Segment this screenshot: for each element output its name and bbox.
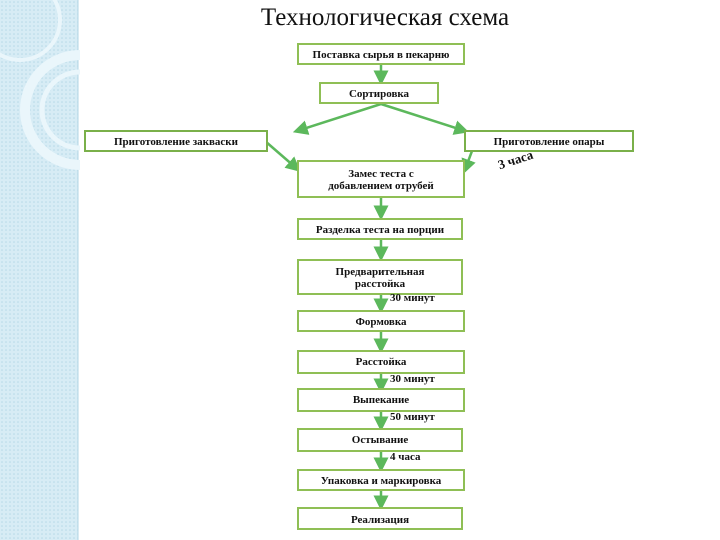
step-label: Замес теста с добавлением отрубей [328, 168, 434, 192]
step-label: Сортировка [348, 88, 410, 100]
step-kneading: Замес теста с добавлением отрубей [297, 160, 465, 198]
step-label: Упаковка и маркировка [320, 475, 442, 487]
step-shaping: Формовка [297, 310, 465, 332]
pre-proofing-duration: 30 минут [390, 292, 435, 304]
step-pre-proofing: Предварительная расстойка [297, 259, 463, 295]
step-sponge: Приготовление опары [464, 130, 634, 152]
page-title: Технологическая схема [260, 4, 510, 31]
step-label: Приготовление опары [493, 136, 605, 148]
step-cooling: Остывание [297, 428, 463, 452]
proofing-duration: 30 минут [390, 373, 435, 385]
step-label: Предварительная расстойка [335, 266, 425, 290]
step-baking: Выпекание [297, 388, 465, 412]
step-label: Поставка сырья в пекарню [312, 49, 450, 61]
step-packing: Упаковка и маркировка [297, 469, 465, 491]
baking-duration: 50 минут [390, 411, 435, 423]
step-label: Остывание [351, 434, 409, 446]
step-label: Реализация [350, 514, 410, 526]
step-label: Выпекание [352, 394, 410, 406]
step-sorting: Сортировка [319, 82, 439, 104]
step-proofing: Расстойка [297, 350, 465, 374]
step-leaven: Приготовление закваски [84, 130, 268, 152]
cooling-duration: 4 часа [390, 451, 421, 463]
step-label: Разделка теста на порции [315, 224, 445, 236]
step-dividing: Разделка теста на порции [297, 218, 463, 240]
step-label: Приготовление закваски [114, 136, 238, 148]
decorative-side-strip [0, 0, 80, 540]
step-sale: Реализация [297, 507, 463, 530]
step-label: Расстойка [355, 356, 407, 368]
step-delivery: Поставка сырья в пекарню [297, 43, 465, 65]
step-label: Формовка [355, 316, 407, 328]
